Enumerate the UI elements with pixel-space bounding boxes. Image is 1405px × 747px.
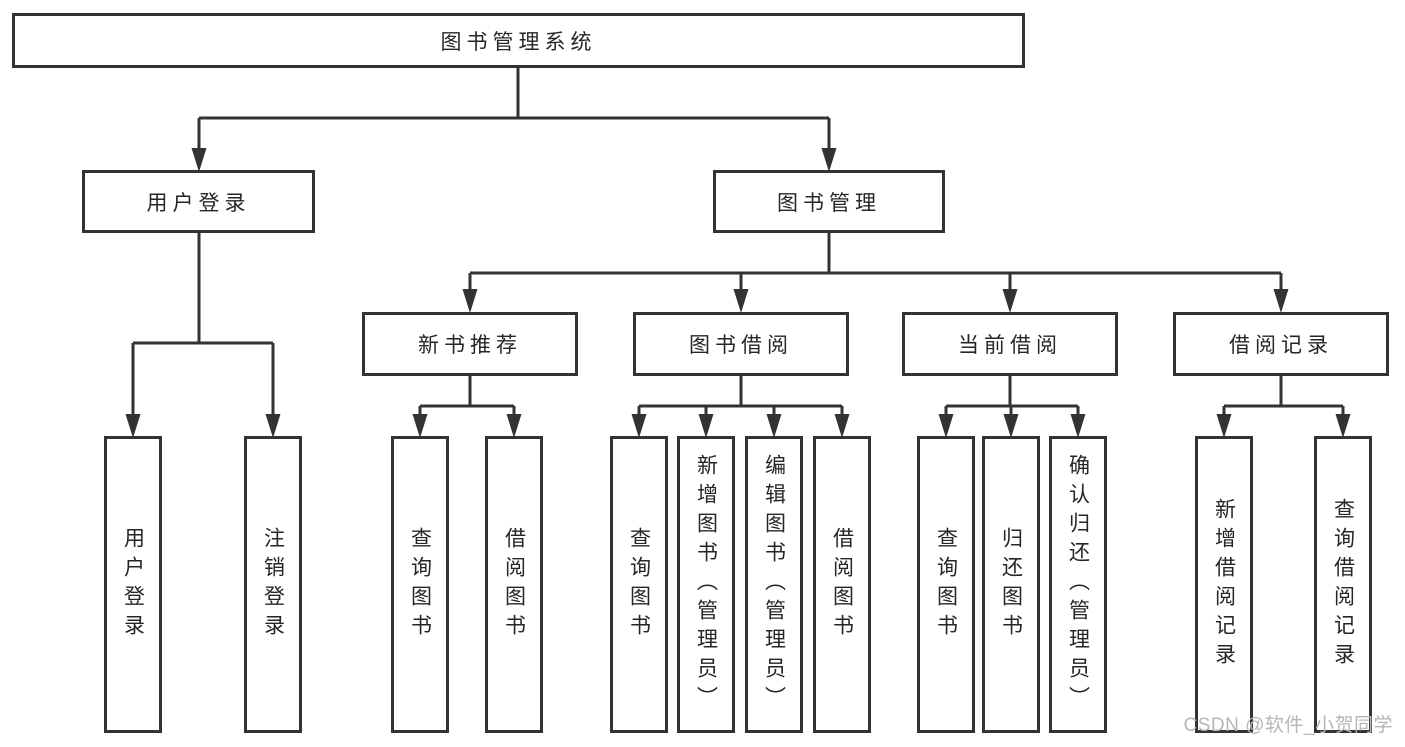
node-new-book-recommend-label: 新书推荐 — [418, 334, 522, 357]
node-book-management-label: 图书管理 — [777, 191, 881, 215]
leaf-user-login-label: 用户登录 — [121, 526, 145, 643]
node-borrow-record: 借阅记录 — [1173, 312, 1389, 376]
leaf-user-login: 用户登录 — [104, 436, 162, 733]
node-current-borrow-label: 当前借阅 — [958, 334, 1062, 357]
node-book-borrow: 图书借阅 — [633, 312, 849, 376]
leaf-current-query-book-label: 查询图书 — [934, 526, 958, 643]
leaf-borrow-query-book-label: 查询图书 — [627, 526, 651, 643]
leaf-current-return-book: 归还图书 — [982, 436, 1040, 733]
leaf-borrow-add-book-admin-label: 新增图书（管理员） — [694, 454, 718, 715]
leaf-current-return-book-label: 归还图书 — [999, 526, 1023, 643]
leaf-borrow-edit-book-admin: 编辑图书（管理员） — [745, 436, 803, 733]
leaf-logout: 注销登录 — [244, 436, 302, 733]
node-root-label: 图书管理系统 — [440, 30, 597, 54]
leaf-record-query-borrow-record: 查询借阅记录 — [1314, 436, 1372, 733]
leaf-newrec-query-book: 查询图书 — [391, 436, 449, 733]
leaf-record-query-borrow-record-label: 查询借阅记录 — [1331, 497, 1355, 672]
leaf-current-confirm-return-admin: 确认归还（管理员） — [1049, 436, 1107, 733]
leaf-borrow-query-book: 查询图书 — [610, 436, 668, 733]
node-user-login: 用户登录 — [82, 170, 315, 233]
leaf-record-add-borrow-record: 新增借阅记录 — [1195, 436, 1253, 733]
node-current-borrow: 当前借阅 — [902, 312, 1118, 376]
leaf-borrow-borrow-book: 借阅图书 — [813, 436, 871, 733]
leaf-current-query-book: 查询图书 — [917, 436, 975, 733]
node-book-borrow-label: 图书借阅 — [689, 334, 793, 357]
leaf-borrow-add-book-admin: 新增图书（管理员） — [677, 436, 735, 733]
leaf-borrow-edit-book-admin-label: 编辑图书（管理员） — [762, 454, 786, 715]
node-user-login-label: 用户登录 — [146, 191, 251, 215]
leaf-newrec-borrow-book-label: 借阅图书 — [502, 526, 526, 643]
arrowhead-icons — [125, 148, 1351, 438]
node-root: 图书管理系统 — [12, 13, 1025, 68]
leaf-newrec-query-book-label: 查询图书 — [408, 526, 432, 643]
leaf-record-add-borrow-record-label: 新增借阅记录 — [1212, 497, 1236, 672]
node-new-book-recommend: 新书推荐 — [362, 312, 578, 376]
node-borrow-record-label: 借阅记录 — [1229, 334, 1333, 357]
leaf-newrec-borrow-book: 借阅图书 — [485, 436, 543, 733]
leaf-logout-label: 注销登录 — [261, 526, 285, 643]
csdn-watermark: CSDN @软件_小贺同学 — [1183, 715, 1393, 736]
tree-edges — [131, 68, 1345, 418]
leaf-borrow-borrow-book-label: 借阅图书 — [830, 526, 854, 643]
leaf-current-confirm-return-admin-label: 确认归还（管理员） — [1066, 454, 1090, 715]
node-book-management: 图书管理 — [713, 170, 945, 233]
